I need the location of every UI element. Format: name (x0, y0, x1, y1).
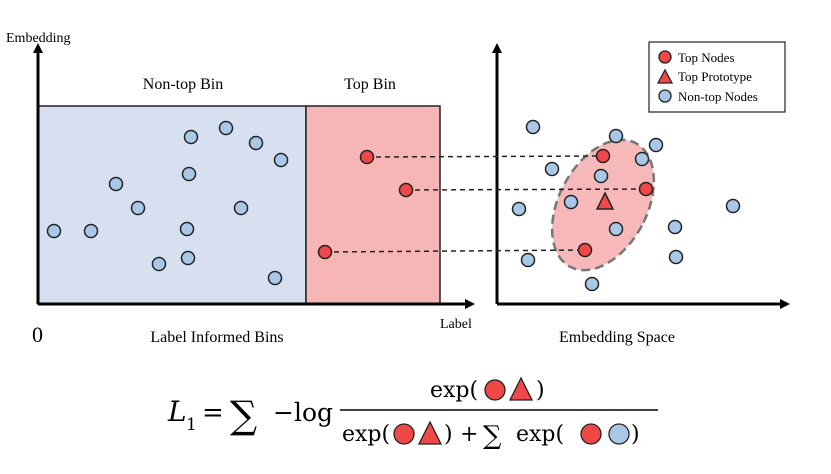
top-node (595, 148, 611, 164)
non-top-bin-region (37, 105, 307, 305)
non-top-node (544, 161, 560, 177)
left-non-top-nodes (46, 120, 289, 286)
top-bin-region (305, 105, 441, 305)
mapping-lines (324, 155, 647, 253)
mapping-line (366, 155, 604, 158)
top-node (398, 182, 414, 198)
non-top-node (563, 194, 579, 210)
non-top-node (608, 221, 624, 237)
non-top-node (248, 135, 264, 151)
x-axis-label: Label (440, 317, 472, 332)
denominator-close-paren-2: ) (631, 422, 640, 447)
left-panel-caption: Label Informed Bins (150, 329, 283, 346)
legend-item-non-top-nodes: Non-top Nodes (678, 89, 758, 104)
non-top-node (183, 129, 199, 145)
origin-label: 0 (32, 322, 43, 347)
formula-sum: ∑ (230, 393, 257, 437)
numerator-top-prototype-marker (508, 376, 534, 401)
legend-item-top-nodes: Top Nodes (678, 50, 735, 65)
non-top-node (179, 221, 195, 237)
left-panel: Embedding Label 0 Non-top Bin Top Bin La… (6, 31, 475, 347)
numerator-close-paren: ) (536, 378, 545, 403)
non-top-node (520, 252, 536, 268)
legend: Top Nodes Top Prototype Non-top Nodes (648, 41, 786, 113)
non-top-node (273, 152, 289, 168)
non-top-node (180, 250, 196, 266)
denominator-plus: + (460, 422, 478, 447)
non-top-node (667, 219, 683, 235)
non-top-node (584, 276, 600, 292)
top-node (577, 242, 593, 258)
top-node (317, 244, 333, 260)
non-top-node (648, 137, 664, 153)
right-non-top-nodes (511, 119, 741, 292)
legend-top-node-marker (658, 50, 672, 64)
top-node (638, 181, 654, 197)
formula-subscript: 1 (186, 415, 197, 435)
non-top-node (593, 168, 609, 184)
non-top-node (151, 256, 167, 272)
legend-non-top-node-marker (658, 89, 672, 103)
top-prototype-marker (595, 191, 615, 210)
non-top-node (181, 166, 197, 182)
mapping-line (405, 188, 647, 191)
denominator-exp-1: exp( (342, 422, 390, 447)
non-top-node (108, 176, 124, 192)
non-top-node (608, 128, 624, 144)
right-panel: Embedding Space (492, 43, 790, 346)
formula-neg-log: −log (273, 398, 333, 427)
non-top-node (130, 200, 146, 216)
denominator-top-node-marker-2 (580, 423, 602, 445)
formula-lhs: L (167, 395, 187, 428)
numerator-top-node-marker (484, 379, 506, 401)
denominator-top-prototype-marker (417, 420, 443, 445)
denominator-sum: ∑ (483, 421, 502, 451)
top-node (359, 149, 375, 165)
mapping-line (324, 249, 586, 253)
non-top-bin-label: Non-top Bin (143, 76, 223, 93)
non-top-node (525, 119, 541, 135)
top-bin-label: Top Bin (344, 76, 396, 93)
denominator-exp-2: exp( (516, 422, 564, 447)
loss-formula: L 1 = ∑ −log exp( ) exp( ) + ∑ exp( ) (167, 376, 658, 451)
denominator-non-top-node-marker (608, 423, 630, 445)
legend-top-prototype-marker (656, 68, 674, 84)
numerator-exp: exp( (430, 378, 478, 403)
denominator-top-node-marker-1 (393, 423, 415, 445)
non-top-node (634, 151, 650, 167)
non-top-node (83, 223, 99, 239)
right-panel-caption: Embedding Space (559, 329, 675, 346)
non-top-node (218, 120, 234, 136)
legend-item-top-prototype: Top Prototype (678, 69, 752, 84)
y-axis-label: Embedding (6, 31, 71, 46)
denominator-close-paren-1: ) (444, 422, 453, 447)
non-top-node (267, 270, 283, 286)
non-top-node (46, 223, 62, 239)
non-top-node (725, 198, 741, 214)
non-top-node (511, 201, 527, 217)
non-top-node (233, 200, 249, 216)
top-nodes (317, 148, 654, 260)
legend-box (648, 41, 786, 113)
non-top-node (668, 249, 684, 265)
formula-equals: = (202, 398, 224, 428)
